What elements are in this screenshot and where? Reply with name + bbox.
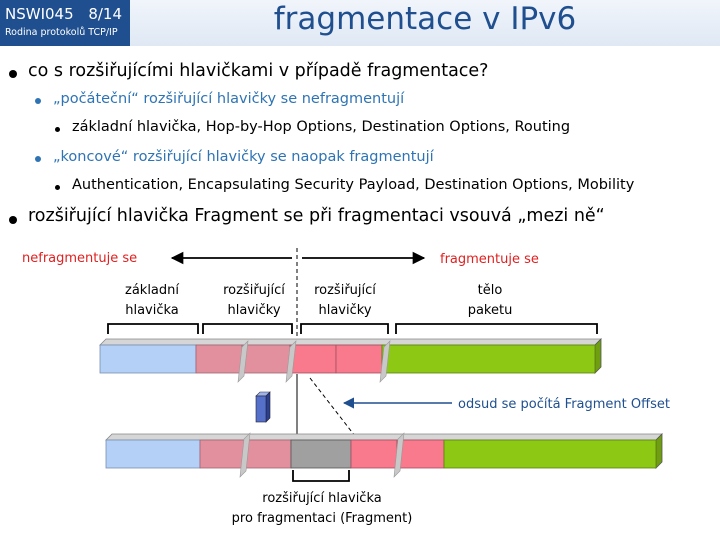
original-packet (99, 338, 602, 383)
segment-body (381, 344, 596, 374)
fseg-ext-frag-1 (350, 439, 398, 469)
bullet-1b-i: Authentication, Encapsulating Security P… (72, 177, 635, 193)
fragmented-packet (105, 432, 663, 478)
fdivider-marker-1 (239, 432, 251, 478)
bullet-2: rozšiřující hlavička Fragment se při fra… (28, 206, 605, 226)
bullet-1a-i: základní hlavička, Hop-by-Hop Options, D… (72, 119, 571, 135)
fragment-block-front (255, 395, 267, 423)
bullet-1: co s rozšiřujícími hlavičkami v případě … (28, 61, 489, 81)
bullet-dot-1 (9, 70, 17, 78)
seg-body-label-1: tělo (478, 283, 503, 298)
bullet-dot-1b (35, 156, 41, 162)
fseg-ext-unfrag-1 (199, 439, 246, 469)
course-code: NSWI045 (5, 5, 74, 23)
seg-ext1-label-1: rozšiřující (223, 283, 285, 298)
fseg-body (443, 439, 657, 469)
fragment-header-block (255, 391, 271, 423)
slide-header: NSWI045 8/14 Rodina protokolů TCP/IP fra… (0, 0, 720, 46)
fdivider-marker-2 (393, 432, 405, 478)
bracket-body (395, 323, 598, 334)
bullet-1b: „koncové“ rozšiřující hlavičky se naopak… (53, 149, 434, 165)
bullet-dot-1a (35, 98, 41, 104)
bullet-dot-1a-i (55, 127, 60, 132)
fseg-ext-frag-2 (396, 439, 445, 469)
label-not-fragmented: nefragmentuje se (22, 251, 137, 266)
bullet-dot-1b-i (55, 185, 60, 190)
bullet-dot-2 (9, 216, 17, 224)
seg-ext1-label-2: hlavičky (227, 303, 280, 318)
bracket-ext1 (202, 323, 293, 334)
fragment-block-side (265, 391, 271, 423)
bracket-base (107, 323, 199, 334)
slide-title: fragmentace v IPv6 (273, 1, 577, 37)
segment-base-header (99, 344, 197, 374)
packet-top-face (99, 338, 602, 346)
segment-ext-unfrag-2 (241, 344, 291, 374)
segment-ext-frag-1 (289, 344, 337, 374)
fragment-label-2: pro fragmentaci (Fragment) (232, 511, 413, 526)
fseg-fragment-header (290, 439, 352, 469)
seg-body-label-2: paketu (468, 303, 513, 318)
course-badge: NSWI045 8/14 Rodina protokolů TCP/IP (0, 0, 130, 46)
divider-marker-1 (237, 340, 249, 383)
seg-ext2-label-1: rozšiřující (314, 283, 376, 298)
fseg-base-header (105, 439, 201, 469)
guide-line-diagonal (309, 377, 356, 437)
course-subtitle: Rodina protokolů TCP/IP (5, 27, 118, 38)
divider-marker-2 (285, 340, 297, 383)
bracket-fragment (292, 470, 350, 482)
label-fragmented: fragmentuje se (440, 252, 539, 267)
divider-marker-3 (379, 340, 391, 383)
bullet-1a: „počáteční“ rozšiřující hlavičky se nefr… (53, 91, 405, 107)
fseg-ext-unfrag-2 (244, 439, 292, 469)
segment-ext-frag-2 (335, 344, 383, 374)
bracket-ext2 (300, 323, 389, 334)
seg-base-label-2: hlavička (125, 303, 179, 318)
offset-note: odsud se počítá Fragment Offset (458, 397, 670, 412)
seg-ext2-label-2: hlavičky (318, 303, 371, 318)
packet-side-face (594, 338, 602, 374)
fpacket-side-face (655, 433, 663, 469)
page-number: 8/14 (88, 5, 122, 23)
fragment-label-1: rozšiřující hlavička (262, 491, 381, 506)
segment-ext-unfrag-1 (195, 344, 243, 374)
seg-base-label-1: základní (125, 283, 179, 298)
fpacket-top-face (105, 433, 663, 441)
